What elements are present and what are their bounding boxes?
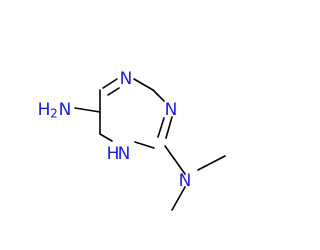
bond-n-right-c4-double-inner [157,117,165,138]
bond-nh-c2 [99,133,113,142]
bond-n-top-ch2 [133,78,154,91]
structure-canvas: N N H N N H 2 N [38,69,226,211]
bond-c2-nh2 [74,107,101,113]
atom-n-right: N [165,100,178,120]
bond-c2-n-top-double-outer [102,78,118,89]
atom-amine-n: N [59,100,72,120]
bond-n-right-c4-double-outer [165,116,173,139]
bond-n-methyl-down [171,186,186,211]
atom-n-top: N [120,69,133,89]
bond-c4-nh [134,141,155,149]
atom-nh-ring-h: H [107,144,120,164]
bond-n-methyl-right [197,155,226,171]
bond-c2-n-top-double-inner [107,87,120,96]
atom-amine-h: H [38,100,51,120]
bond-ch2-n-right [152,89,165,102]
atom-nh-ring-n: N [118,144,131,164]
atom-amine-subscript: 2 [50,107,58,121]
atom-n-dimethyl: N [179,171,192,191]
bond-c4-n-dimethyl [164,145,186,175]
chemical-structure-diagram: N N H N N H 2 N [38,69,226,211]
